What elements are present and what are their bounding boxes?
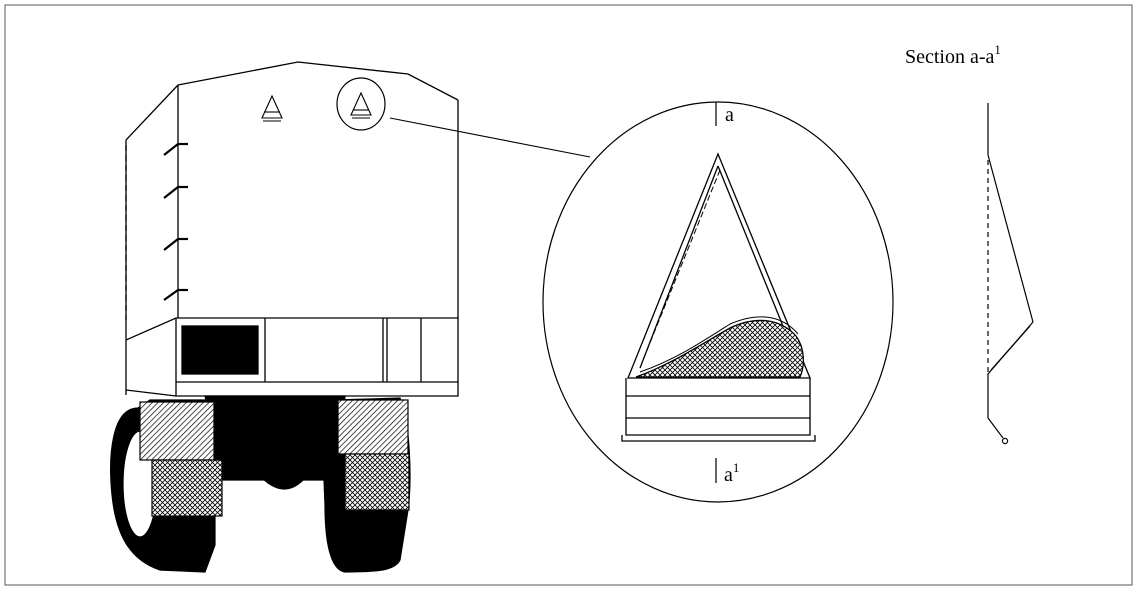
figure-frame	[4, 4, 1133, 586]
left-wheel-tread-top	[139, 401, 215, 461]
license-plate	[181, 325, 259, 375]
cut-label-bottom: a1	[724, 460, 739, 486]
cut-label-bottom-sup: 1	[733, 460, 740, 475]
reflector-circled	[350, 91, 372, 119]
section-profile	[987, 103, 1034, 445]
left-wheel	[110, 399, 223, 573]
right-wheel	[321, 397, 411, 573]
right-wheel-tread-top	[337, 399, 409, 455]
detail-leader-line	[389, 117, 591, 158]
trailer-roof	[177, 61, 459, 101]
section-title: Section a-a1	[905, 42, 1001, 68]
right-wheel-tread-bottom	[344, 453, 410, 511]
side-hooks	[163, 142, 188, 301]
detail-callout-circle	[336, 77, 386, 131]
left-wheel-tread-bottom	[151, 459, 223, 517]
section-title-sup: 1	[994, 42, 1001, 57]
cut-label-top: a	[725, 104, 734, 126]
reflector-enlarged	[621, 152, 816, 442]
hatched-fill	[635, 319, 804, 378]
trailer-rear-view	[125, 61, 459, 397]
reflector-small	[261, 94, 283, 122]
detail-enlarged-circle	[542, 101, 894, 503]
section-end-point	[1001, 437, 1009, 445]
